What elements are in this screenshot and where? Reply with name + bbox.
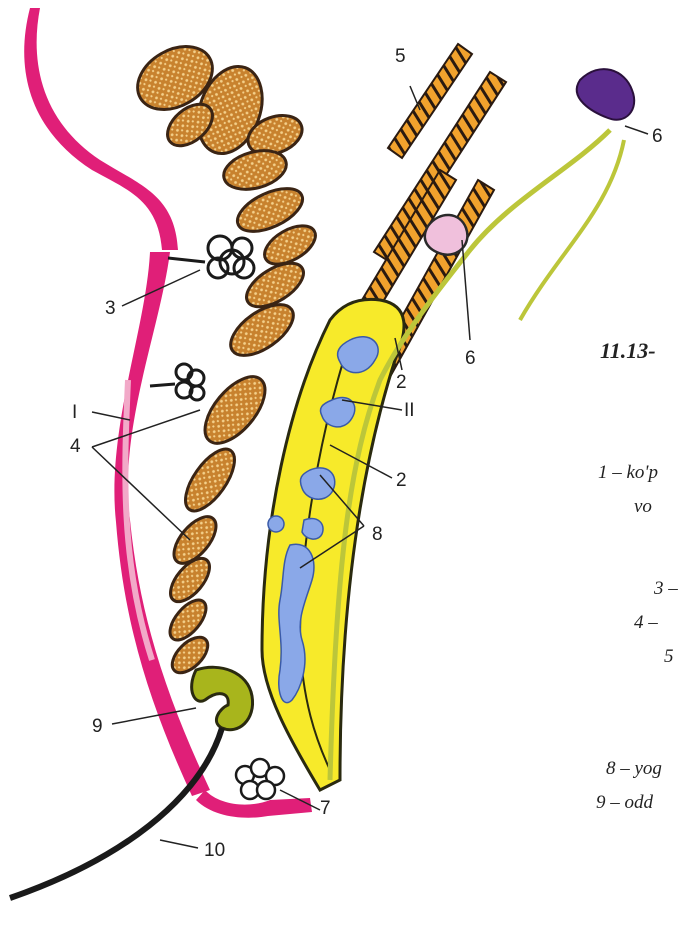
label-2-upper: 2 [396,372,407,393]
label-3: 3 [105,298,116,319]
ganglion-purple [577,69,634,120]
caption-line-5: 5 [664,646,674,668]
caption-line-1: 1 – ko'p [598,462,658,484]
label-7: 7 [320,798,331,819]
loop-structure-lower [150,364,204,400]
caption-line-4: 4 – [634,612,658,634]
figure-number: 11.13- [600,338,656,364]
caption-line-3: 3 – [654,578,678,600]
green-nerve [330,130,624,780]
caption-line-7: 9 – odd [596,792,653,814]
green-organ [192,667,253,729]
label-I: I [72,402,77,423]
label-6-top: 6 [652,126,663,147]
caption-line-6: 8 – yog [606,758,662,780]
label-9: 9 [92,716,103,737]
corpuscle-pink [425,215,468,255]
label-4: 4 [70,436,81,457]
caption-line-2: vo [634,496,652,518]
label-2-lower: 2 [396,470,407,491]
label-5: 5 [395,46,406,67]
label-8: 8 [372,524,383,545]
rosette-organ [236,759,284,799]
label-II: II [404,400,415,421]
label-10: 10 [204,840,225,861]
label-6-mid: 6 [465,348,476,369]
loop-structure-upper [168,236,254,278]
